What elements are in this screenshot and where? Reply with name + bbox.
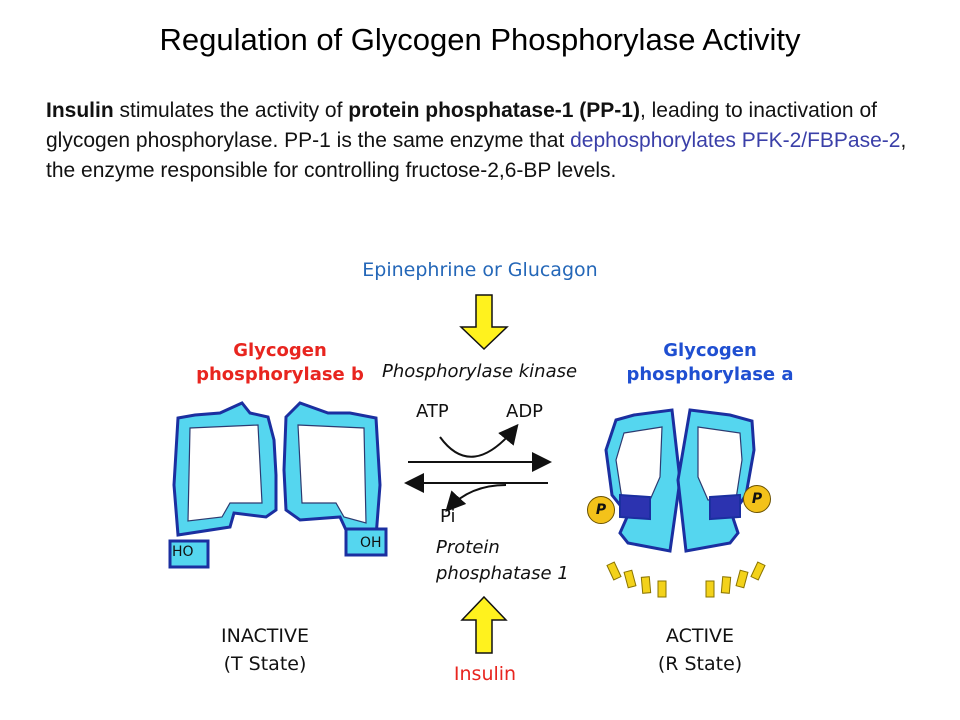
phosphorylase-b-shape [168, 401, 388, 569]
active-state-label: ACTIVE (R State) [630, 622, 770, 678]
diagram-graphics [168, 294, 766, 654]
oh-label: OH [360, 535, 382, 551]
paragraph-text-2: , leading to inactivation of glycogen ph… [46, 99, 877, 152]
phosphorylase-a-line1: Glycogen [663, 340, 757, 361]
active-line2: (R State) [657, 653, 743, 675]
pi-label: Pi [440, 506, 456, 527]
adp-label: ADP [506, 401, 544, 422]
dephosphorylates-term: dephosphorylates PFK-2/FBPase-2 [570, 129, 901, 152]
inactive-line1: INACTIVE [221, 625, 309, 647]
paragraph-text-1: stimulates the activity of [113, 99, 349, 122]
insulin-label: Insulin [453, 663, 517, 685]
protein-phosphatase-line2: phosphatase 1 [436, 563, 569, 584]
body-paragraph: Insulin stimulates the activity of prote… [46, 96, 926, 186]
pp1-term: protein phosphatase-1 (PP-1) [348, 99, 640, 122]
pi-curve [445, 484, 507, 512]
epinephrine-glucagon-label: Epinephrine or Glucagon [362, 259, 598, 281]
phosphorylase-a-label: Glycogen phosphorylase a [600, 339, 820, 387]
phosphorylase-b-line2: phosphorylase b [196, 364, 364, 385]
phosphorylase-diagram: Epinephrine or Glucagon Glycogen phospho… [150, 245, 810, 715]
phosphate-badge-left: P [587, 496, 615, 524]
paragraph-text-3: , the enzyme responsible for controlling… [46, 129, 907, 182]
inactive-line2: (T State) [223, 653, 307, 675]
protein-phosphatase-label: Protein phosphatase 1 [436, 535, 569, 587]
phosphorylase-b-label: Glycogen phosphorylase b [150, 339, 410, 387]
inactive-state-label: INACTIVE (T State) [180, 622, 350, 678]
phosphorylase-b-line1: Glycogen [233, 340, 327, 361]
phosphorylase-a-shape [604, 408, 766, 598]
phosphate-badge-right: P [743, 485, 771, 513]
active-line1: ACTIVE [665, 625, 735, 647]
insulin-term: Insulin [46, 99, 114, 122]
protein-phosphatase-line1: Protein [436, 537, 500, 558]
active-site-marks [606, 561, 766, 598]
bottom-yellow-arrow [460, 595, 508, 654]
atp-label: ATP [416, 401, 449, 422]
top-yellow-arrow [459, 294, 509, 351]
atp-adp-curve [439, 423, 519, 458]
phosphorylase-kinase-label: Phosphorylase kinase [382, 361, 578, 382]
phosphorylase-a-line2: phosphorylase a [626, 364, 794, 385]
ho-label: HO [172, 544, 194, 560]
slide-title: Regulation of Glycogen Phosphorylase Act… [159, 22, 801, 57]
